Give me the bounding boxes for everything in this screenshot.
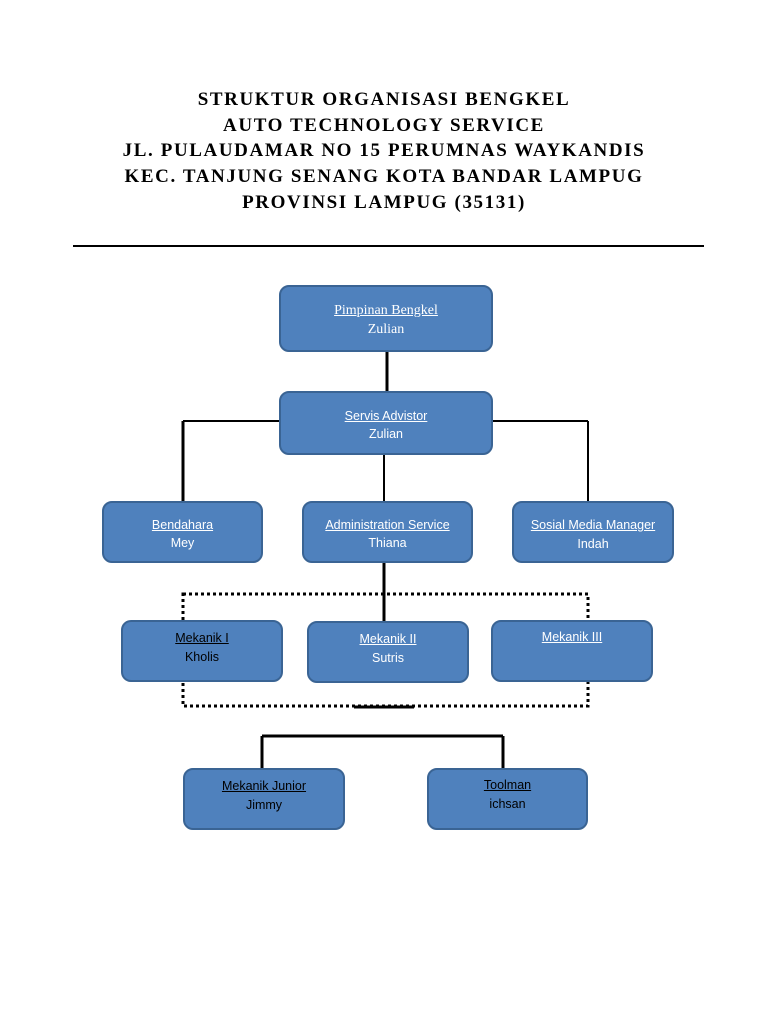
header-line-1: STRUKTUR ORGANISASI BENGKEL <box>197 89 571 110</box>
header-line-2: AUTO TECHNOLOGY SERVICE <box>223 114 545 136</box>
role-label: Mekanik II <box>359 632 417 646</box>
person-name: Zulian <box>367 322 405 337</box>
person-name: Mey <box>170 536 195 550</box>
role-label: Mekanik I <box>175 631 229 645</box>
box-bendahara: Bendahara Mey <box>102 501 263 563</box>
box-sosial-media-manager: Sosial Media Manager Indah <box>512 501 674 563</box>
role-label: Sosial Media Manager <box>530 518 656 532</box>
person-name: Zulian <box>368 427 404 441</box>
box-servis-advisor: Servis Advistor Zulian <box>279 391 493 455</box>
header-line-4: KEC. TANJUNG SENANG KOTA BANDAR LAMPUG <box>124 166 644 188</box>
box-mekanik-junior: Mekanik Junior Jimmy <box>183 768 345 830</box>
box-mekanik-1: Mekanik I Kholis <box>121 620 283 682</box>
role-label: Bendahara <box>151 518 214 532</box>
role-label: Pimpinan Bengkel <box>334 303 438 318</box>
role-label: Servis Advistor <box>344 409 428 423</box>
document-header: STRUKTUR ORGANISASI BENGKEL AUTO TECHNOL… <box>0 87 768 216</box>
box-mekanik-3: Mekanik III <box>491 620 653 682</box>
header-divider <box>73 245 704 247</box>
role-label: Mekanik III <box>541 630 603 644</box>
role-label: Administration Service <box>325 518 450 532</box>
person-name: Sutris <box>372 651 404 665</box>
person-name: Kholis <box>184 650 220 664</box>
box-toolman: Toolman ichsan <box>427 768 588 830</box>
header-line-3: JL. PULAUDAMAR NO 15 PERUMNAS WAYKANDIS <box>122 140 646 162</box>
box-mekanik-2: Mekanik II Sutris <box>307 621 469 683</box>
person-name: ichsan <box>489 797 526 811</box>
person-name: Thiana <box>368 536 407 550</box>
box-administration-service: Administration Service Thiana <box>302 501 473 563</box>
role-label: Toolman <box>483 778 532 792</box>
person-name: Jimmy <box>245 798 283 812</box>
box-pimpinan-bengkel: Pimpinan Bengkel Zulian <box>279 285 493 352</box>
person-name: Indah <box>577 537 609 551</box>
header-line-5: PROVINSI LAMPUG (35131) <box>242 191 526 213</box>
role-label: Mekanik Junior <box>221 779 307 793</box>
